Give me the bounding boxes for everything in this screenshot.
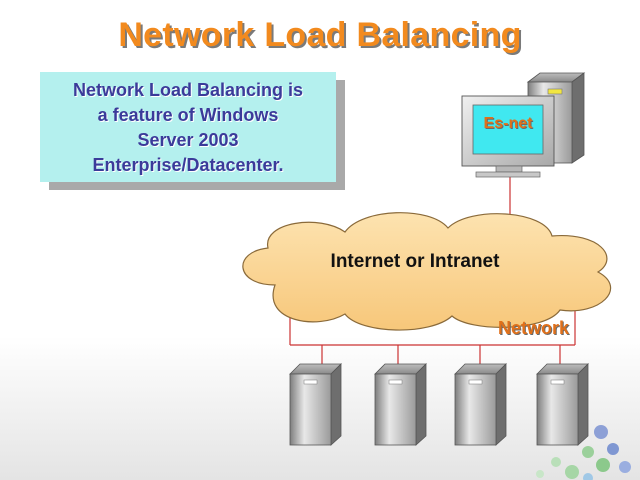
- network-bus: [289, 310, 576, 366]
- server-1: [289, 363, 342, 446]
- client-computer: [461, 72, 586, 178]
- info-box: Network Load Balancing is a feature of W…: [40, 72, 336, 182]
- network-label: Network: [498, 318, 570, 338]
- client-label: Es-net: [483, 115, 533, 132]
- info-line-4: Enterprise/Datacenter.: [92, 155, 284, 175]
- decorative-dots: [536, 425, 631, 480]
- slide-title: Network Load Balancing: [118, 16, 522, 54]
- server-3: [454, 363, 507, 446]
- info-line-2: a feature of Windows: [97, 105, 279, 125]
- cloud-shape: [242, 212, 612, 331]
- server-4: [536, 363, 589, 446]
- info-line-1: Network Load Balancing is: [72, 80, 304, 100]
- client-monitor: [461, 95, 555, 178]
- cloud-label: Internet or Intranet: [330, 251, 500, 272]
- info-line-3: Server 2003: [137, 130, 239, 150]
- server-2: [374, 363, 427, 446]
